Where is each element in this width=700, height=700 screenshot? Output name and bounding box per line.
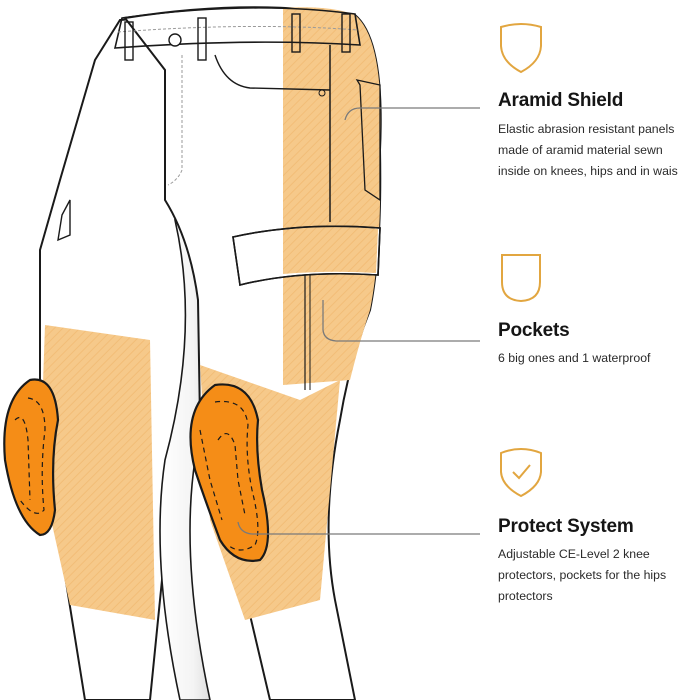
feature-description: 6 big ones and 1 waterproof (498, 351, 651, 365)
shield-check-icon (500, 448, 542, 498)
feature-title: Protect System (498, 516, 634, 537)
knee-pad-front (189, 383, 270, 562)
pocket-icon (501, 254, 541, 303)
feature-description: Adjustable CE-Level 2 knee protectors, p… (498, 547, 667, 603)
leader-line-aramid (344, 107, 480, 121)
leader-line-pockets (322, 300, 480, 342)
feature-description: Elastic abrasion resistant panels made o… (498, 122, 678, 178)
feature-title: Pockets (498, 320, 570, 341)
aramid-knee-panel-back (40, 325, 155, 620)
knee-pad-back (3, 378, 60, 537)
shield-icon (500, 23, 542, 74)
aramid-hip-panel (283, 7, 381, 386)
leader-line-protect (237, 521, 480, 535)
feature-title: Aramid Shield (498, 90, 624, 111)
